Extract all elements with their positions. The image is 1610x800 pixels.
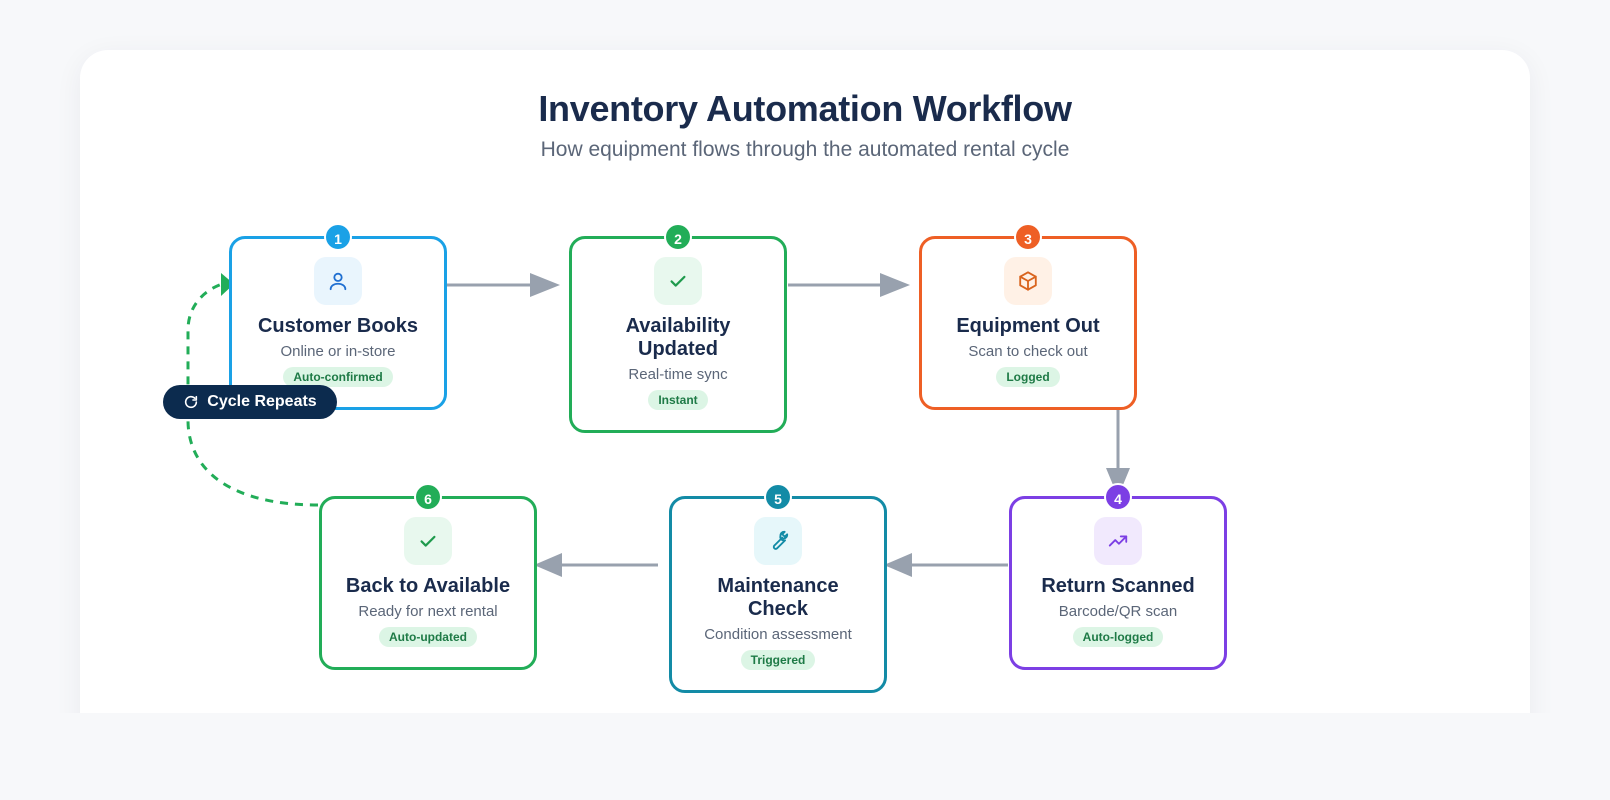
trending-up-icon bbox=[1108, 535, 1128, 547]
step-title: Customer Books bbox=[257, 315, 419, 337]
icon-box bbox=[314, 257, 362, 305]
step-title: Return Scanned bbox=[1041, 575, 1195, 597]
step-card-5: 5 Maintenance Check Condition assessment… bbox=[669, 483, 887, 693]
page-background bbox=[0, 713, 1610, 800]
refresh-icon bbox=[185, 395, 198, 409]
check-icon bbox=[420, 535, 436, 547]
step-description: Online or in-store bbox=[280, 343, 396, 360]
icon-box bbox=[654, 257, 702, 305]
user-icon bbox=[329, 272, 347, 291]
step-description: Condition assessment bbox=[704, 626, 852, 643]
step-status-tag: Logged bbox=[996, 367, 1060, 387]
page-title: Inventory Automation Workflow bbox=[538, 88, 1072, 129]
step-number-badge: 2 bbox=[664, 223, 692, 251]
step-description: Scan to check out bbox=[968, 343, 1088, 360]
step-number-badge: 3 bbox=[1014, 223, 1042, 251]
icon-box bbox=[1094, 517, 1142, 565]
step-status-tag: Triggered bbox=[740, 650, 816, 670]
step-card-3: 3 Equipment Out Scan to check out Logged bbox=[919, 223, 1137, 410]
step-number-badge: 5 bbox=[764, 483, 792, 511]
step-status-tag: Auto-confirmed bbox=[283, 367, 393, 387]
wrench-icon bbox=[772, 530, 789, 550]
icon-box bbox=[1004, 257, 1052, 305]
step-description: Barcode/QR scan bbox=[1058, 603, 1178, 620]
icon-box bbox=[404, 517, 452, 565]
step-title: Availability Updated bbox=[625, 315, 731, 360]
check-icon bbox=[670, 275, 686, 287]
step-title: Back to Available bbox=[345, 575, 511, 597]
step-card-1: 1 Customer Books Online or in-store Auto… bbox=[229, 223, 447, 410]
step-card-6: 6 Back to Available Ready for next renta… bbox=[319, 483, 537, 670]
cycle-repeats-label: Cycle Repeats bbox=[207, 393, 317, 410]
step-number-badge: 6 bbox=[414, 483, 442, 511]
step-status-tag: Auto-updated bbox=[379, 627, 477, 647]
page-subtitle: How equipment flows through the automate… bbox=[540, 138, 1070, 161]
step-status-tag: Instant bbox=[648, 390, 708, 410]
cycle-repeats-badge: Cycle Repeats bbox=[163, 385, 337, 419]
step-number-badge: 4 bbox=[1104, 483, 1132, 511]
step-number-badge: 1 bbox=[324, 223, 352, 251]
icon-box bbox=[754, 517, 802, 565]
step-status-tag: Auto-logged bbox=[1072, 627, 1164, 647]
step-title: Equipment Out bbox=[956, 315, 1100, 337]
step-card-2: 2 Availability Updated Real-time sync In… bbox=[569, 223, 787, 433]
step-title: Maintenance Check bbox=[717, 575, 839, 620]
step-description: Ready for next rental bbox=[358, 603, 498, 620]
step-description: Real-time sync bbox=[628, 366, 728, 383]
box-icon bbox=[1019, 271, 1037, 291]
step-card-4: 4 Return Scanned Barcode/QR scan Auto-lo… bbox=[1009, 483, 1227, 670]
